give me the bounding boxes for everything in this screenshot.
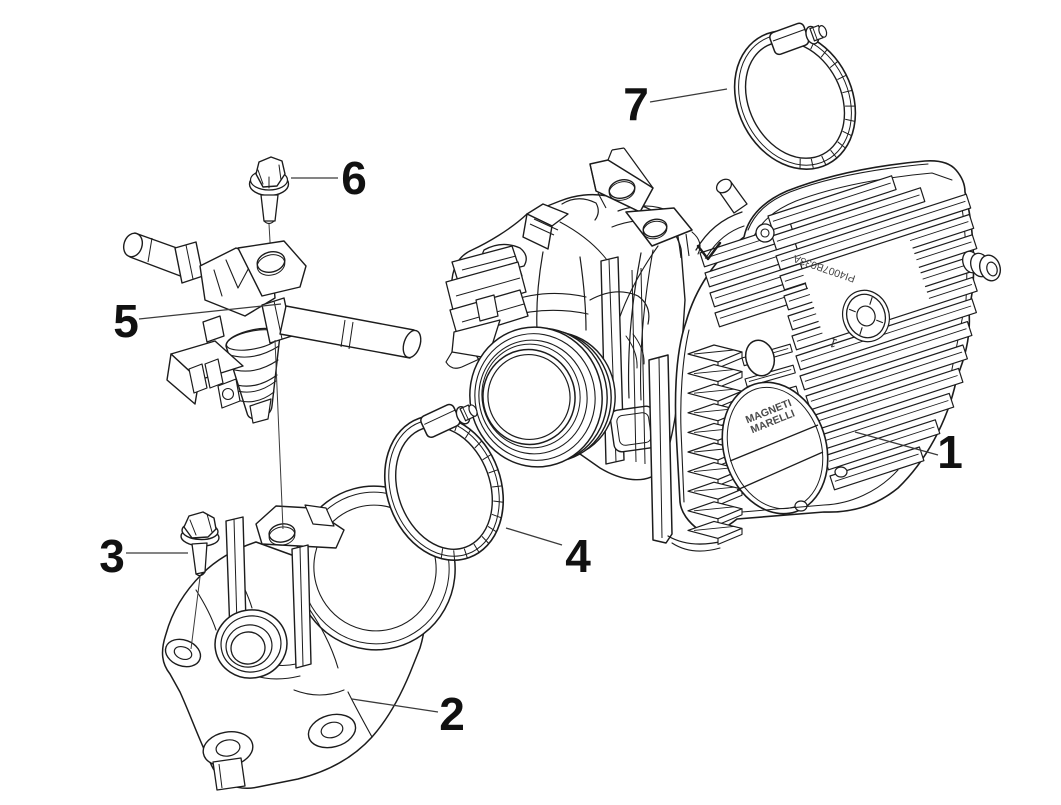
svg-text:7: 7 [623, 78, 649, 130]
svg-text:1: 1 [937, 426, 963, 478]
svg-text:2: 2 [439, 688, 465, 740]
svg-text:5: 5 [113, 295, 139, 347]
svg-text:4: 4 [565, 530, 591, 582]
svg-text:3: 3 [99, 530, 125, 582]
svg-text:6: 6 [341, 152, 367, 204]
